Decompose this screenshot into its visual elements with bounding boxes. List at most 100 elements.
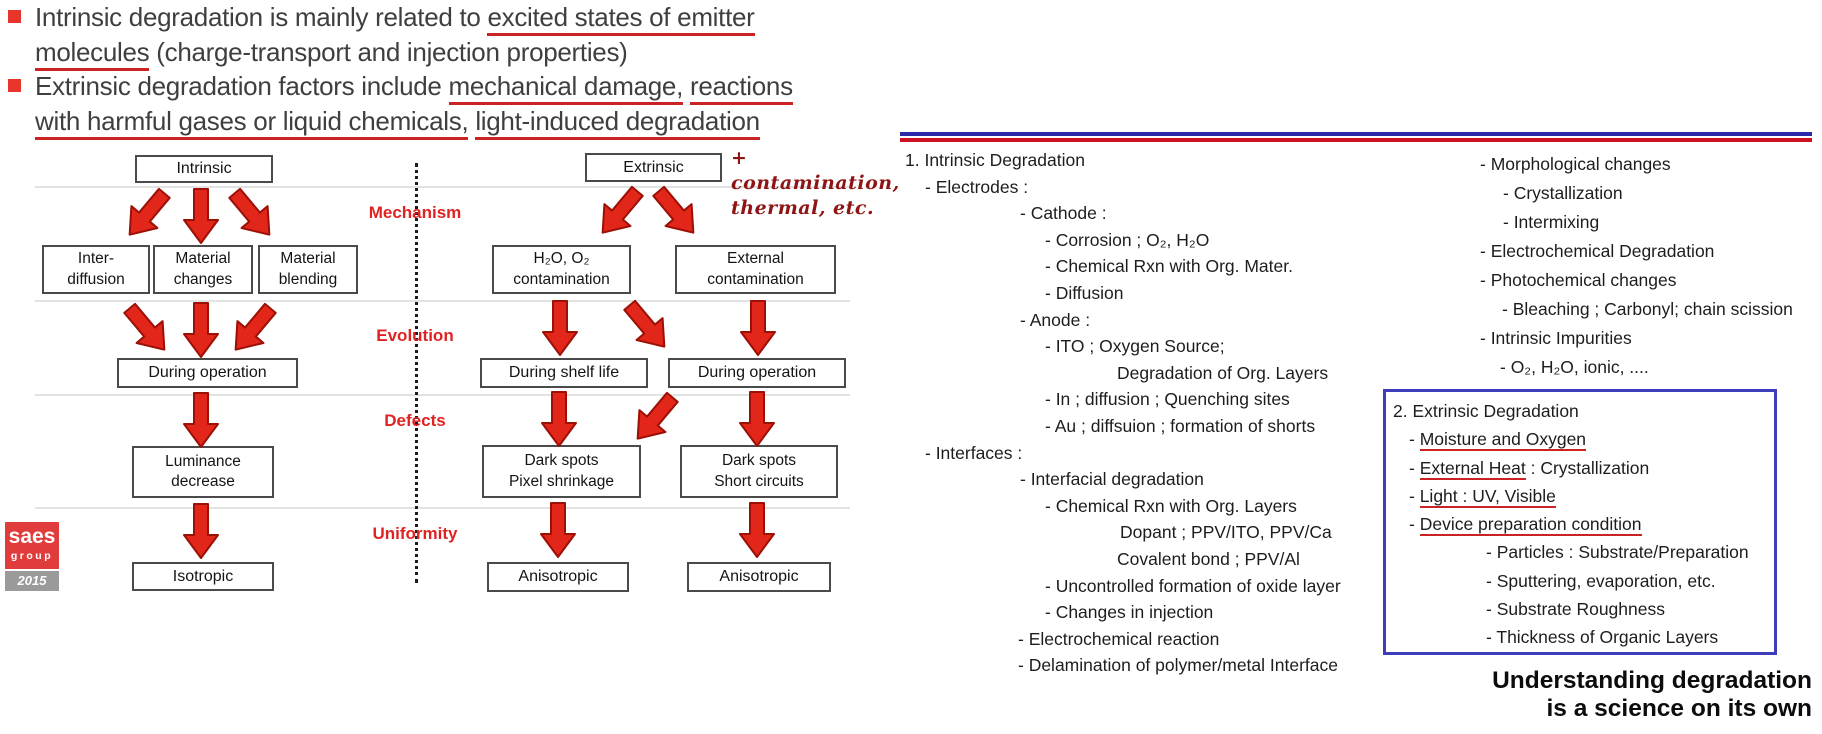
underlined-text: with harmful gases or liquid chemicals, bbox=[35, 105, 469, 140]
red-arrow-icon bbox=[183, 188, 219, 244]
outline-line: - In ; diffusion ; Quenching sites bbox=[1045, 386, 1341, 413]
outline-line: - Electrodes : bbox=[925, 174, 1341, 201]
outline-text: - Uncontrolled formation of oxide layer bbox=[1045, 575, 1341, 596]
outline-text: - bbox=[1409, 514, 1420, 535]
row-separator bbox=[35, 300, 850, 302]
outline-text: : Crystallization bbox=[1525, 457, 1650, 478]
red-arrow-icon bbox=[542, 300, 578, 356]
outline-text: - Thickness of Organic Layers bbox=[1486, 627, 1719, 648]
extrinsic-degradation-box: 2. Extrinsic Degradation- Moisture and O… bbox=[1383, 389, 1777, 655]
intro-text: Extrinsic degradation factors include bbox=[35, 71, 449, 101]
red-arrow-icon bbox=[115, 181, 179, 247]
flow-box-inter-diffusion: Inter- diffusion bbox=[42, 245, 150, 294]
underlined-text: molecules bbox=[35, 36, 150, 71]
outline-line: - Crystallization bbox=[1503, 179, 1793, 208]
red-arrow-icon bbox=[183, 392, 219, 448]
outline-text: - Bleaching ; Carbonyl; chain scission bbox=[1502, 299, 1793, 319]
row-label-uniformity: Uniformity bbox=[372, 524, 458, 543]
outline-text: - ITO ; Oxygen Source; bbox=[1045, 336, 1225, 357]
outline-text: - Electrodes : bbox=[925, 176, 1029, 197]
outline-text: - bbox=[1409, 485, 1420, 506]
red-arrow-icon bbox=[183, 503, 219, 559]
bullet-item-intrinsic: Intrinsic degradation is mainly related … bbox=[6, 0, 916, 71]
row-label-mechanism: Mechanism bbox=[368, 203, 462, 222]
closing-statement: Understanding degradation is a science o… bbox=[1290, 667, 1812, 722]
outline-line: - Thickness of Organic Layers bbox=[1486, 623, 1774, 651]
outline-line: - Cathode : bbox=[1020, 200, 1341, 227]
intro-line: Intrinsic degradation is mainly related … bbox=[35, 0, 916, 36]
red-arrow-icon bbox=[115, 296, 179, 362]
underlined-text: Moisture and Oxygen bbox=[1419, 429, 1587, 452]
logo-group: group bbox=[10, 550, 54, 562]
outline-text: - Changes in injection bbox=[1045, 602, 1214, 623]
flow-box-intrinsic: Intrinsic bbox=[135, 155, 273, 183]
logo-year-badge: 2015 bbox=[5, 571, 59, 591]
header-rule-red bbox=[900, 138, 1812, 142]
outline-line: - Morphological changes bbox=[1480, 150, 1793, 179]
outline-text: - Photochemical changes bbox=[1480, 270, 1677, 290]
outline-line: Degradation of Org. Layers bbox=[1117, 360, 1341, 387]
outline-text: - Au ; diffsuion ; formation of shorts bbox=[1045, 415, 1316, 436]
outline-text: - Interfacial degradation bbox=[1020, 469, 1204, 490]
red-arrow-icon bbox=[541, 391, 577, 447]
underlined-text: light-induced degradation bbox=[475, 105, 760, 140]
outline-line: Dopant ; PPV/ITO, PPV/Ca bbox=[1120, 519, 1341, 546]
handwritten-annotation: + contamination, thermal, etc. bbox=[731, 147, 900, 219]
outline-text: - Particles : Substrate/Preparation bbox=[1486, 542, 1749, 563]
outline-line: - Intermixing bbox=[1503, 208, 1793, 237]
outline-line: - Moisture and Oxygen bbox=[1409, 425, 1774, 453]
outline-line: - Uncontrolled formation of oxide layer bbox=[1045, 573, 1341, 600]
intro-line: molecules (charge-transport and injectio… bbox=[35, 35, 916, 71]
outline-text: - Morphological changes bbox=[1480, 154, 1671, 174]
outline-line: 1. Intrinsic Degradation bbox=[905, 147, 1341, 174]
underlined-text: reactions bbox=[689, 71, 793, 105]
outline-line: - Changes in injection bbox=[1045, 599, 1341, 626]
outline-line: - Photochemical changes bbox=[1480, 266, 1793, 295]
intro-line: with harmful gases or liquid chemicals, … bbox=[35, 104, 916, 140]
flow-box-isotropic: Isotropic bbox=[132, 562, 274, 591]
row-label-evolution: Evolution bbox=[376, 326, 454, 345]
outline-text: Degradation of Org. Layers bbox=[1117, 362, 1329, 383]
outline-text: - In ; diffusion ; Quenching sites bbox=[1045, 389, 1290, 410]
outline-line: - Bleaching ; Carbonyl; chain scission bbox=[1502, 295, 1793, 324]
dotted-divider bbox=[415, 163, 418, 583]
outline-text: - Anode : bbox=[1020, 309, 1091, 330]
intro-line: Extrinsic degradation factors include me… bbox=[35, 69, 916, 105]
outline-text: - bbox=[1409, 429, 1420, 450]
outline-line: - Delamination of polymer/metal Interfac… bbox=[1018, 652, 1341, 679]
red-arrow-icon bbox=[740, 300, 776, 356]
flow-box-during-operation-right: During operation bbox=[668, 358, 846, 388]
outline-line: - External Heat : Crystallization bbox=[1409, 454, 1774, 482]
outline-text: - Chemical Rxn with Org. Layers bbox=[1045, 495, 1297, 516]
outline-text: - Sputtering, evaporation, etc. bbox=[1486, 570, 1716, 591]
flow-box-extrinsic: Extrinsic bbox=[585, 153, 722, 182]
bullet-square-icon bbox=[8, 79, 21, 92]
outline-text: - Chemical Rxn with Org. Mater. bbox=[1045, 256, 1293, 277]
flow-box-during-operation-left: During operation bbox=[117, 358, 298, 388]
outline-line: - Anode : bbox=[1020, 307, 1341, 334]
row-separator bbox=[35, 394, 850, 396]
flow-box-material-blending: Material blending bbox=[258, 245, 358, 294]
red-arrow-icon bbox=[183, 302, 219, 358]
flow-box-dark-spots-short: Dark spots Short circuits bbox=[680, 445, 838, 498]
outline-text: 1. Intrinsic Degradation bbox=[905, 150, 1085, 170]
outline-text: - Intermixing bbox=[1503, 212, 1600, 232]
row-label-defects: Defects bbox=[384, 411, 446, 430]
outline-line: - Device preparation condition bbox=[1409, 510, 1774, 538]
flow-box-dark-spots-pixel: Dark spots Pixel shrinkage bbox=[482, 445, 641, 498]
outline-text: - Substrate Roughness bbox=[1486, 599, 1665, 620]
intro-bullets: Intrinsic degradation is mainly related … bbox=[6, 0, 916, 140]
underlined-text: External Heat bbox=[1419, 457, 1526, 480]
outline-line: - Interfaces : bbox=[925, 440, 1341, 467]
closing-line: is a science on its own bbox=[1546, 694, 1812, 722]
outline-text: - Cathode : bbox=[1020, 203, 1107, 224]
flow-box-luminance-decrease: Luminance decrease bbox=[132, 446, 274, 498]
outline-line: - Interfacial degradation bbox=[1020, 466, 1341, 493]
header-rule-blue bbox=[900, 132, 1812, 136]
outline-line: - Intrinsic Impurities bbox=[1480, 324, 1793, 353]
outline-line: - Au ; diffsuion ; formation of shorts bbox=[1045, 413, 1341, 440]
outline-line: - ITO ; Oxygen Source; bbox=[1045, 333, 1341, 360]
outline-text: - bbox=[1409, 457, 1420, 478]
outline-line: 2. Extrinsic Degradation bbox=[1393, 397, 1774, 425]
